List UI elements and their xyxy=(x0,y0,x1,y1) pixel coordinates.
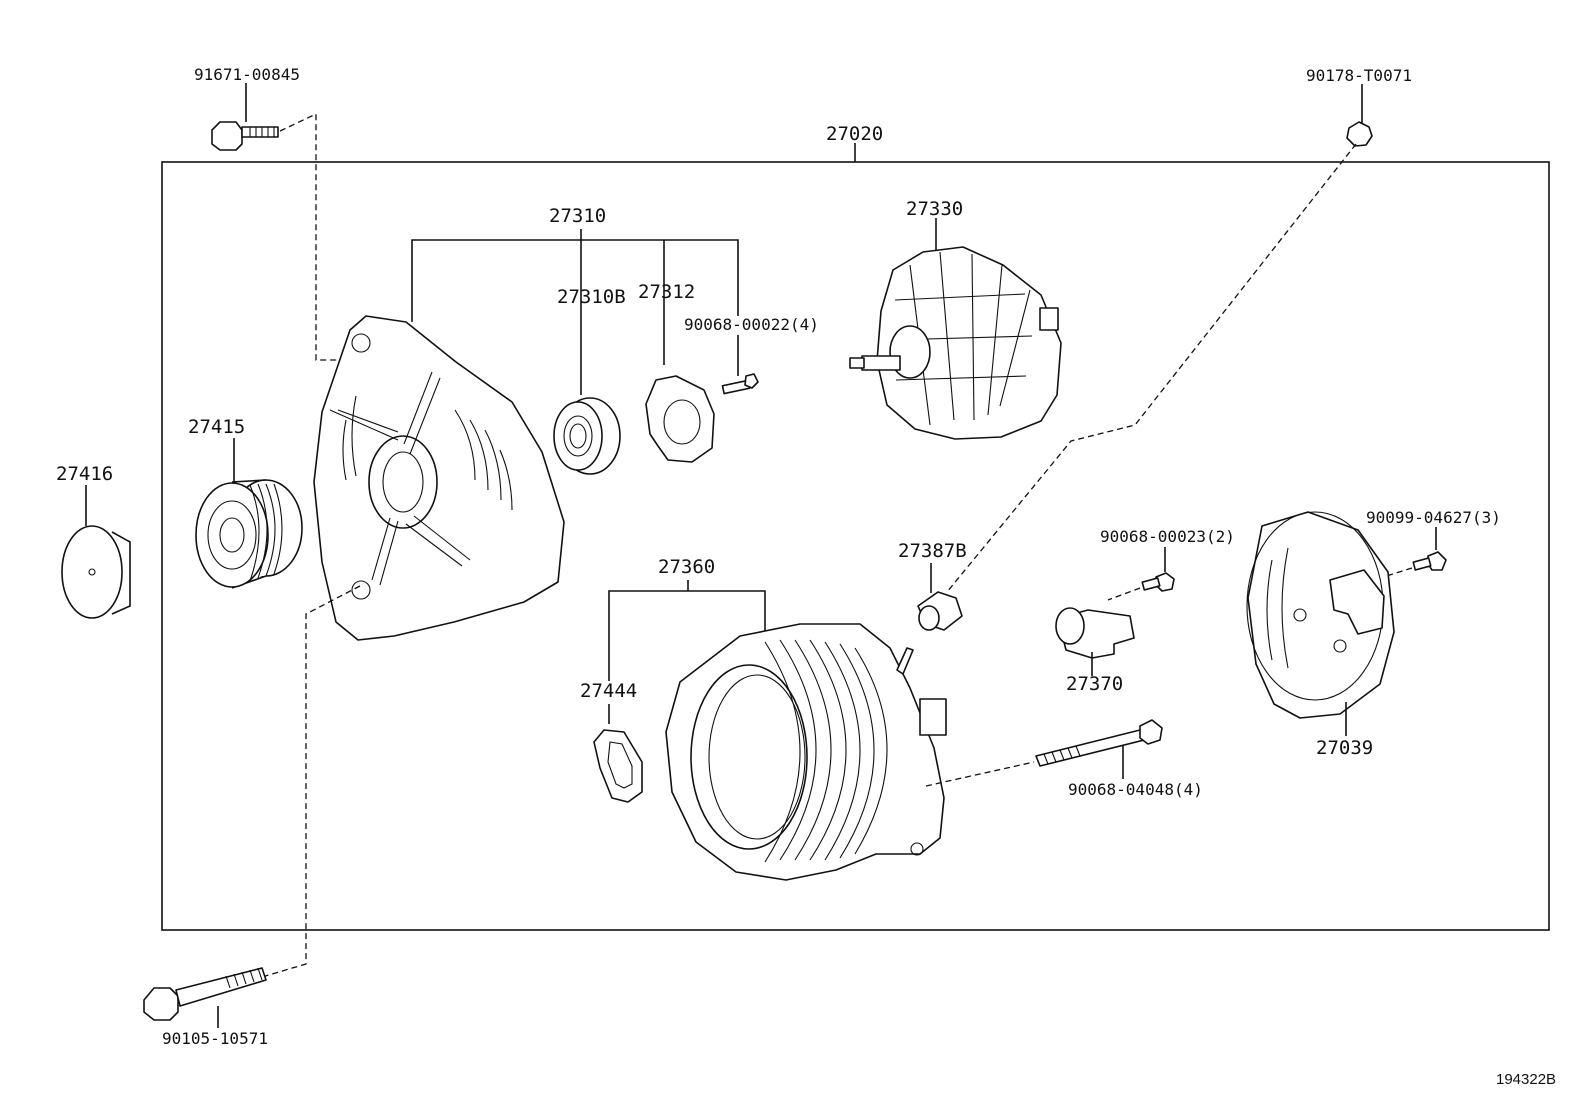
bolt-top-left[interactable] xyxy=(211,83,360,361)
brush-holder-screw[interactable] xyxy=(1107,547,1175,601)
stator-frame[interactable] xyxy=(608,580,1035,881)
label-rear-cover: 27039 xyxy=(1316,737,1373,759)
rear-cover[interactable] xyxy=(1246,511,1395,736)
pulley-cap[interactable] xyxy=(61,485,131,619)
label-rotor: 27330 xyxy=(906,198,963,220)
label-brush-holder: 27370 xyxy=(1066,673,1123,695)
label-retainer: 27312 xyxy=(638,281,695,303)
retainer-plate[interactable] xyxy=(645,375,715,463)
label-rear-cover-screw: 90099-04627(3) xyxy=(1366,508,1501,527)
retainer-screw[interactable] xyxy=(721,373,759,395)
rear-cover-screw[interactable] xyxy=(1379,527,1447,579)
bearing[interactable] xyxy=(553,397,621,475)
label-through-bolt: 90068-04048(4) xyxy=(1068,780,1203,799)
terminal-insulator[interactable] xyxy=(917,563,963,631)
label-bearing: 27310B xyxy=(557,286,626,308)
label-terminal-insulator: 27387B xyxy=(898,540,967,562)
label-assembly: 27020 xyxy=(826,123,883,145)
label-stator-frame: 27360 xyxy=(658,556,715,578)
rotor[interactable] xyxy=(849,218,1062,440)
nut-top-right[interactable] xyxy=(946,84,1373,593)
insulator[interactable] xyxy=(593,704,643,803)
label-drive-end-frame: 27310 xyxy=(549,205,606,227)
label-insulator: 27444 xyxy=(580,680,637,702)
bolt-bottom-left[interactable] xyxy=(143,585,361,1028)
label-pulley: 27415 xyxy=(188,416,245,438)
brush-holder[interactable] xyxy=(1055,607,1135,676)
label-bolt-bottom-left: 90105-10571 xyxy=(162,1029,268,1048)
label-nut-top-right: 90178-T0071 xyxy=(1306,66,1412,85)
label-retainer-screw: 90068-00022(4) xyxy=(684,315,819,334)
through-bolt[interactable] xyxy=(1035,719,1163,779)
figure-id: 194322B xyxy=(1496,1071,1556,1088)
label-brush-holder-screw: 90068-00023(2) xyxy=(1100,527,1235,546)
drive-end-frame[interactable] xyxy=(313,229,739,641)
label-bolt-top-left: 91671-00845 xyxy=(194,65,300,84)
pulley[interactable] xyxy=(195,438,303,589)
label-pulley-cap: 27416 xyxy=(56,463,113,485)
